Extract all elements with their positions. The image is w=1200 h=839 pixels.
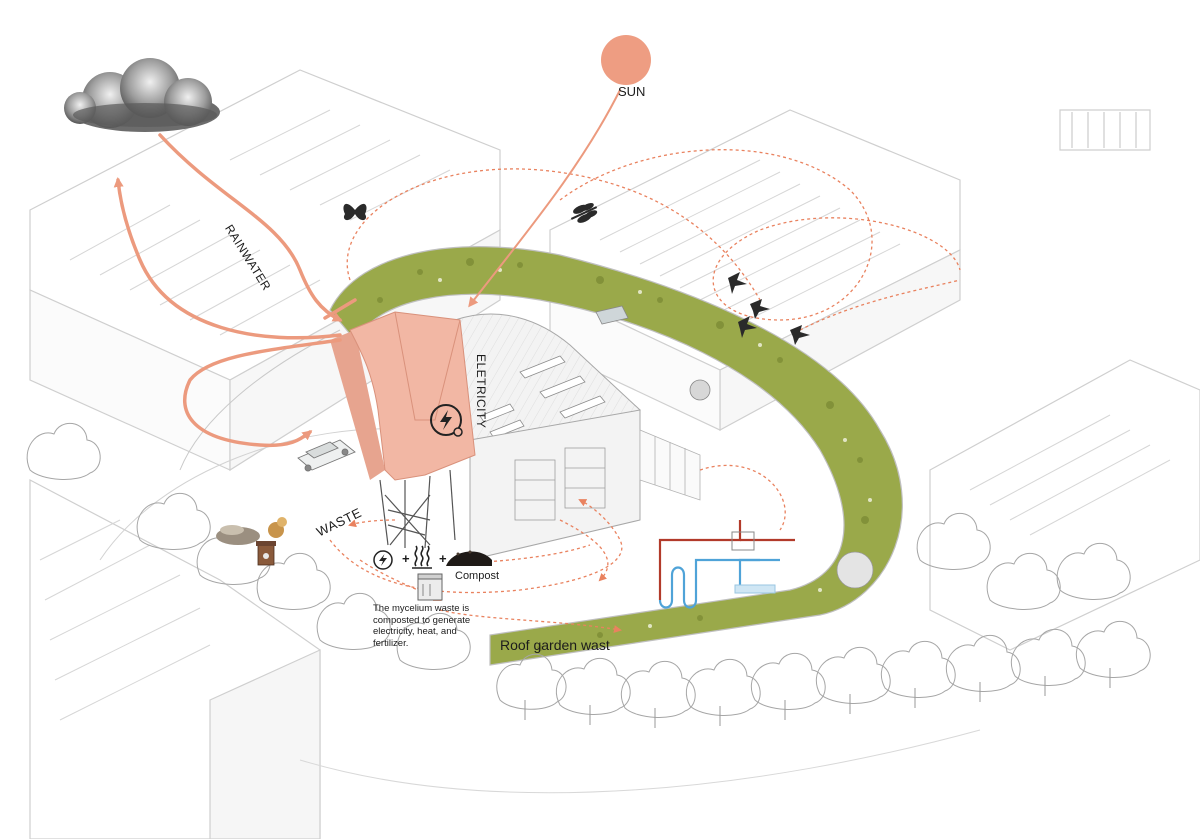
trees bbox=[26, 423, 1151, 718]
plus-sign-2: + bbox=[439, 551, 447, 566]
mycelium-caption: The mycelium waste is composted to gener… bbox=[373, 603, 471, 649]
waste-bin-icon bbox=[256, 541, 276, 566]
compost-label: Compost bbox=[455, 570, 500, 582]
flow-arrows bbox=[113, 89, 621, 448]
roof-garden-label: Roof garden wast bbox=[500, 637, 610, 653]
compost-pile-icon bbox=[446, 550, 492, 566]
electricity-icon bbox=[430, 404, 463, 437]
car bbox=[297, 439, 356, 472]
ecological-paths bbox=[329, 149, 961, 633]
central-building bbox=[454, 313, 701, 561]
green-roof-loop bbox=[329, 246, 903, 666]
building-right bbox=[929, 359, 1200, 651]
electricity-label: ELETRICITY bbox=[474, 354, 488, 429]
bioreactor-icon bbox=[417, 573, 443, 601]
waste-pile bbox=[216, 517, 287, 545]
plus-sign-1: + bbox=[402, 551, 410, 566]
heat-icon bbox=[412, 545, 432, 569]
heat-exchanger-icon bbox=[658, 520, 795, 609]
bird-icon bbox=[728, 272, 810, 345]
electricity-icon bbox=[373, 550, 393, 570]
sun-label: SUN bbox=[618, 84, 646, 99]
sun-icon bbox=[601, 35, 651, 85]
butterfly-icon bbox=[343, 203, 367, 221]
icon-strip bbox=[373, 545, 492, 570]
cloud-icon bbox=[64, 58, 220, 132]
dragonfly-icon bbox=[570, 202, 598, 223]
energy-tower bbox=[330, 311, 476, 549]
